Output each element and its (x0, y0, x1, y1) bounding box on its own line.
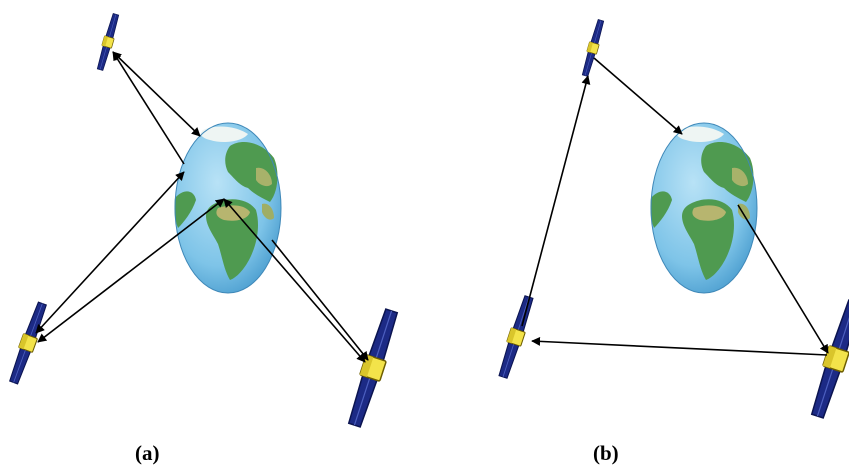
arrow-left-to-earth-a (35, 171, 185, 334)
arrow-earth-to-right-a (271, 239, 369, 361)
panel-a (6, 12, 403, 430)
earth-globe-icon-b (649, 122, 758, 294)
arrow-center-to-right-a (223, 198, 366, 363)
panel-label-a: (a) (135, 441, 160, 465)
arrow-top-to-left-earth-a (112, 51, 185, 165)
satellite-top-icon-b (579, 18, 607, 78)
arrow-left-to-center-a (37, 198, 225, 343)
satellite-right-icon-b (806, 297, 849, 421)
earth-globe-icon (173, 122, 282, 294)
arrow-right-to-left-b (531, 336, 828, 356)
satellite-left-icon (6, 300, 50, 386)
panel-label-b: (b) (593, 441, 619, 465)
satellite-left-icon-b (495, 294, 537, 380)
arrow-earth-to-right-b (737, 204, 829, 354)
arrow-top-to-earth-a (112, 51, 201, 137)
arrow-left-to-top-b (521, 75, 591, 327)
satellite-right-icon (343, 306, 403, 430)
satellite-top-icon (94, 12, 122, 72)
panel-b (495, 18, 849, 421)
arrow-top-to-earth-b (593, 57, 683, 135)
